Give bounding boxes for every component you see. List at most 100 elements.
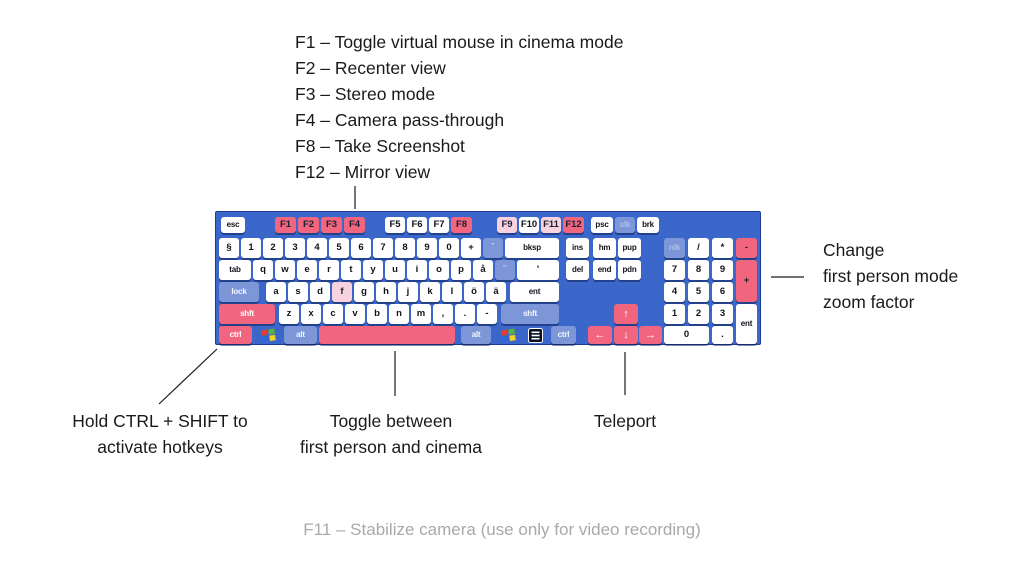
key-q: q xyxy=(253,260,273,280)
key-plus: + xyxy=(461,238,481,258)
key-f7: F7 xyxy=(429,217,449,233)
menu-icon xyxy=(528,327,543,343)
key-comma: , xyxy=(433,304,453,324)
key-v: v xyxy=(345,304,365,324)
connector-ctrl-shift xyxy=(158,348,218,405)
key-numpad-1: 1 xyxy=(664,304,685,324)
space-toggle-note: Toggle between first person and cinema xyxy=(284,408,498,460)
key-l: l xyxy=(442,282,462,302)
key-f11: F11 xyxy=(541,217,561,233)
teleport-note: Teleport xyxy=(593,411,657,431)
key-numpad-minus: - xyxy=(736,238,757,258)
zoom-note-line: first person mode xyxy=(823,266,959,286)
key-pup: pup xyxy=(618,238,641,258)
space-toggle-note-line: Toggle between xyxy=(329,411,453,431)
key-numpad-2: 2 xyxy=(688,304,709,324)
key-o: o xyxy=(429,260,449,280)
key-arrow-right: → xyxy=(639,326,662,344)
zoom-factor-note: Change first person mode zoom factor xyxy=(823,237,958,315)
hotkey-line-f12: F12 – Mirror view xyxy=(295,162,431,182)
key-acute: ´ xyxy=(483,238,503,258)
key-i: i xyxy=(407,260,427,280)
key-left-ctrl: ctrl xyxy=(219,326,252,344)
key-b: b xyxy=(367,304,387,324)
space-toggle-note-line: first person and cinema xyxy=(300,437,482,457)
key-numpad-0: 0 xyxy=(664,326,709,344)
key-t: t xyxy=(341,260,361,280)
key-f5: F5 xyxy=(385,217,405,233)
key-f3: F3 xyxy=(321,217,342,233)
hotkey-line-f3: F3 – Stereo mode xyxy=(295,84,436,104)
key-p: p xyxy=(451,260,471,280)
key-bksp: bksp xyxy=(505,238,559,258)
key-0: 0 xyxy=(439,238,459,258)
key-end: end xyxy=(593,260,616,280)
key-arrow-down: ↓ xyxy=(614,326,638,344)
key-psc: psc xyxy=(591,217,613,233)
key-h: h xyxy=(376,282,396,302)
key-odiaeresis: ö xyxy=(464,282,484,302)
key-k: k xyxy=(420,282,440,302)
key-f6: F6 xyxy=(407,217,427,233)
key-numpad-plus: + xyxy=(736,260,757,302)
key-j: j xyxy=(398,282,418,302)
key-f10: F10 xyxy=(519,217,539,233)
key-diaeresis: ¨ xyxy=(495,260,515,280)
key-ins: ins xyxy=(566,238,589,258)
key-right-shift: shft xyxy=(501,304,559,324)
key-w: w xyxy=(275,260,295,280)
key-hm: hm xyxy=(593,238,616,258)
key-adiaeresis: ä xyxy=(486,282,506,302)
key-u: u xyxy=(385,260,405,280)
key-6: 6 xyxy=(351,238,371,258)
key-f1: F1 xyxy=(275,217,296,233)
key-2: 2 xyxy=(263,238,283,258)
ctrl-shift-note-line: activate hotkeys xyxy=(97,437,223,457)
key-numpad-multiply: * xyxy=(712,238,733,258)
hotkey-line-f8: F8 – Take Screenshot xyxy=(295,136,465,156)
key-arrow-left: ← xyxy=(588,326,612,344)
key-g: g xyxy=(354,282,374,302)
key-a: a xyxy=(266,282,286,302)
key-esc: esc xyxy=(221,217,245,233)
key-s: s xyxy=(288,282,308,302)
key-left-win xyxy=(256,326,280,344)
key-del: del xyxy=(566,260,589,280)
key-f2: F2 xyxy=(298,217,319,233)
key-9: 9 xyxy=(417,238,437,258)
hotkey-line-f4: F4 – Camera pass-through xyxy=(295,110,505,130)
key-pdn: pdn xyxy=(618,260,641,280)
hotkey-line-f2: F2 – Recenter view xyxy=(295,58,446,78)
key-4: 4 xyxy=(307,238,327,258)
key-enter: ent xyxy=(510,282,559,302)
key-n: n xyxy=(389,304,409,324)
key-d: d xyxy=(310,282,330,302)
ctrl-shift-note-line: Hold CTRL + SHIFT to xyxy=(72,411,248,431)
zoom-note-line: Change xyxy=(823,240,885,260)
hotkey-line-f1: F1 – Toggle virtual mouse in cinema mode xyxy=(295,32,624,52)
key-left-alt: alt xyxy=(284,326,317,344)
key-3: 3 xyxy=(285,238,305,258)
key-f4: F4 xyxy=(344,217,365,233)
ctrl-shift-note: Hold CTRL + SHIFT to activate hotkeys xyxy=(54,408,266,460)
key-f12: F12 xyxy=(563,217,584,233)
key-numpad-8: 8 xyxy=(688,260,709,280)
key-right-ctrl: ctrl xyxy=(551,326,576,344)
key-aring: å xyxy=(473,260,493,280)
key-numpad-6: 6 xyxy=(712,282,733,302)
key-7: 7 xyxy=(373,238,393,258)
key-c: c xyxy=(323,304,343,324)
key-f: f xyxy=(332,282,352,302)
key-right-alt: alt xyxy=(461,326,491,344)
key-left-shift: shft xyxy=(219,304,275,324)
key-numpad-decimal: . xyxy=(712,326,733,344)
key-right-win xyxy=(497,326,520,344)
key-lock: lock xyxy=(219,282,259,302)
zoom-note-line: zoom factor xyxy=(823,292,915,312)
key-y: y xyxy=(363,260,383,280)
key-f8: F8 xyxy=(451,217,472,233)
key-z: z xyxy=(279,304,299,324)
windows-logo-icon xyxy=(501,328,516,342)
